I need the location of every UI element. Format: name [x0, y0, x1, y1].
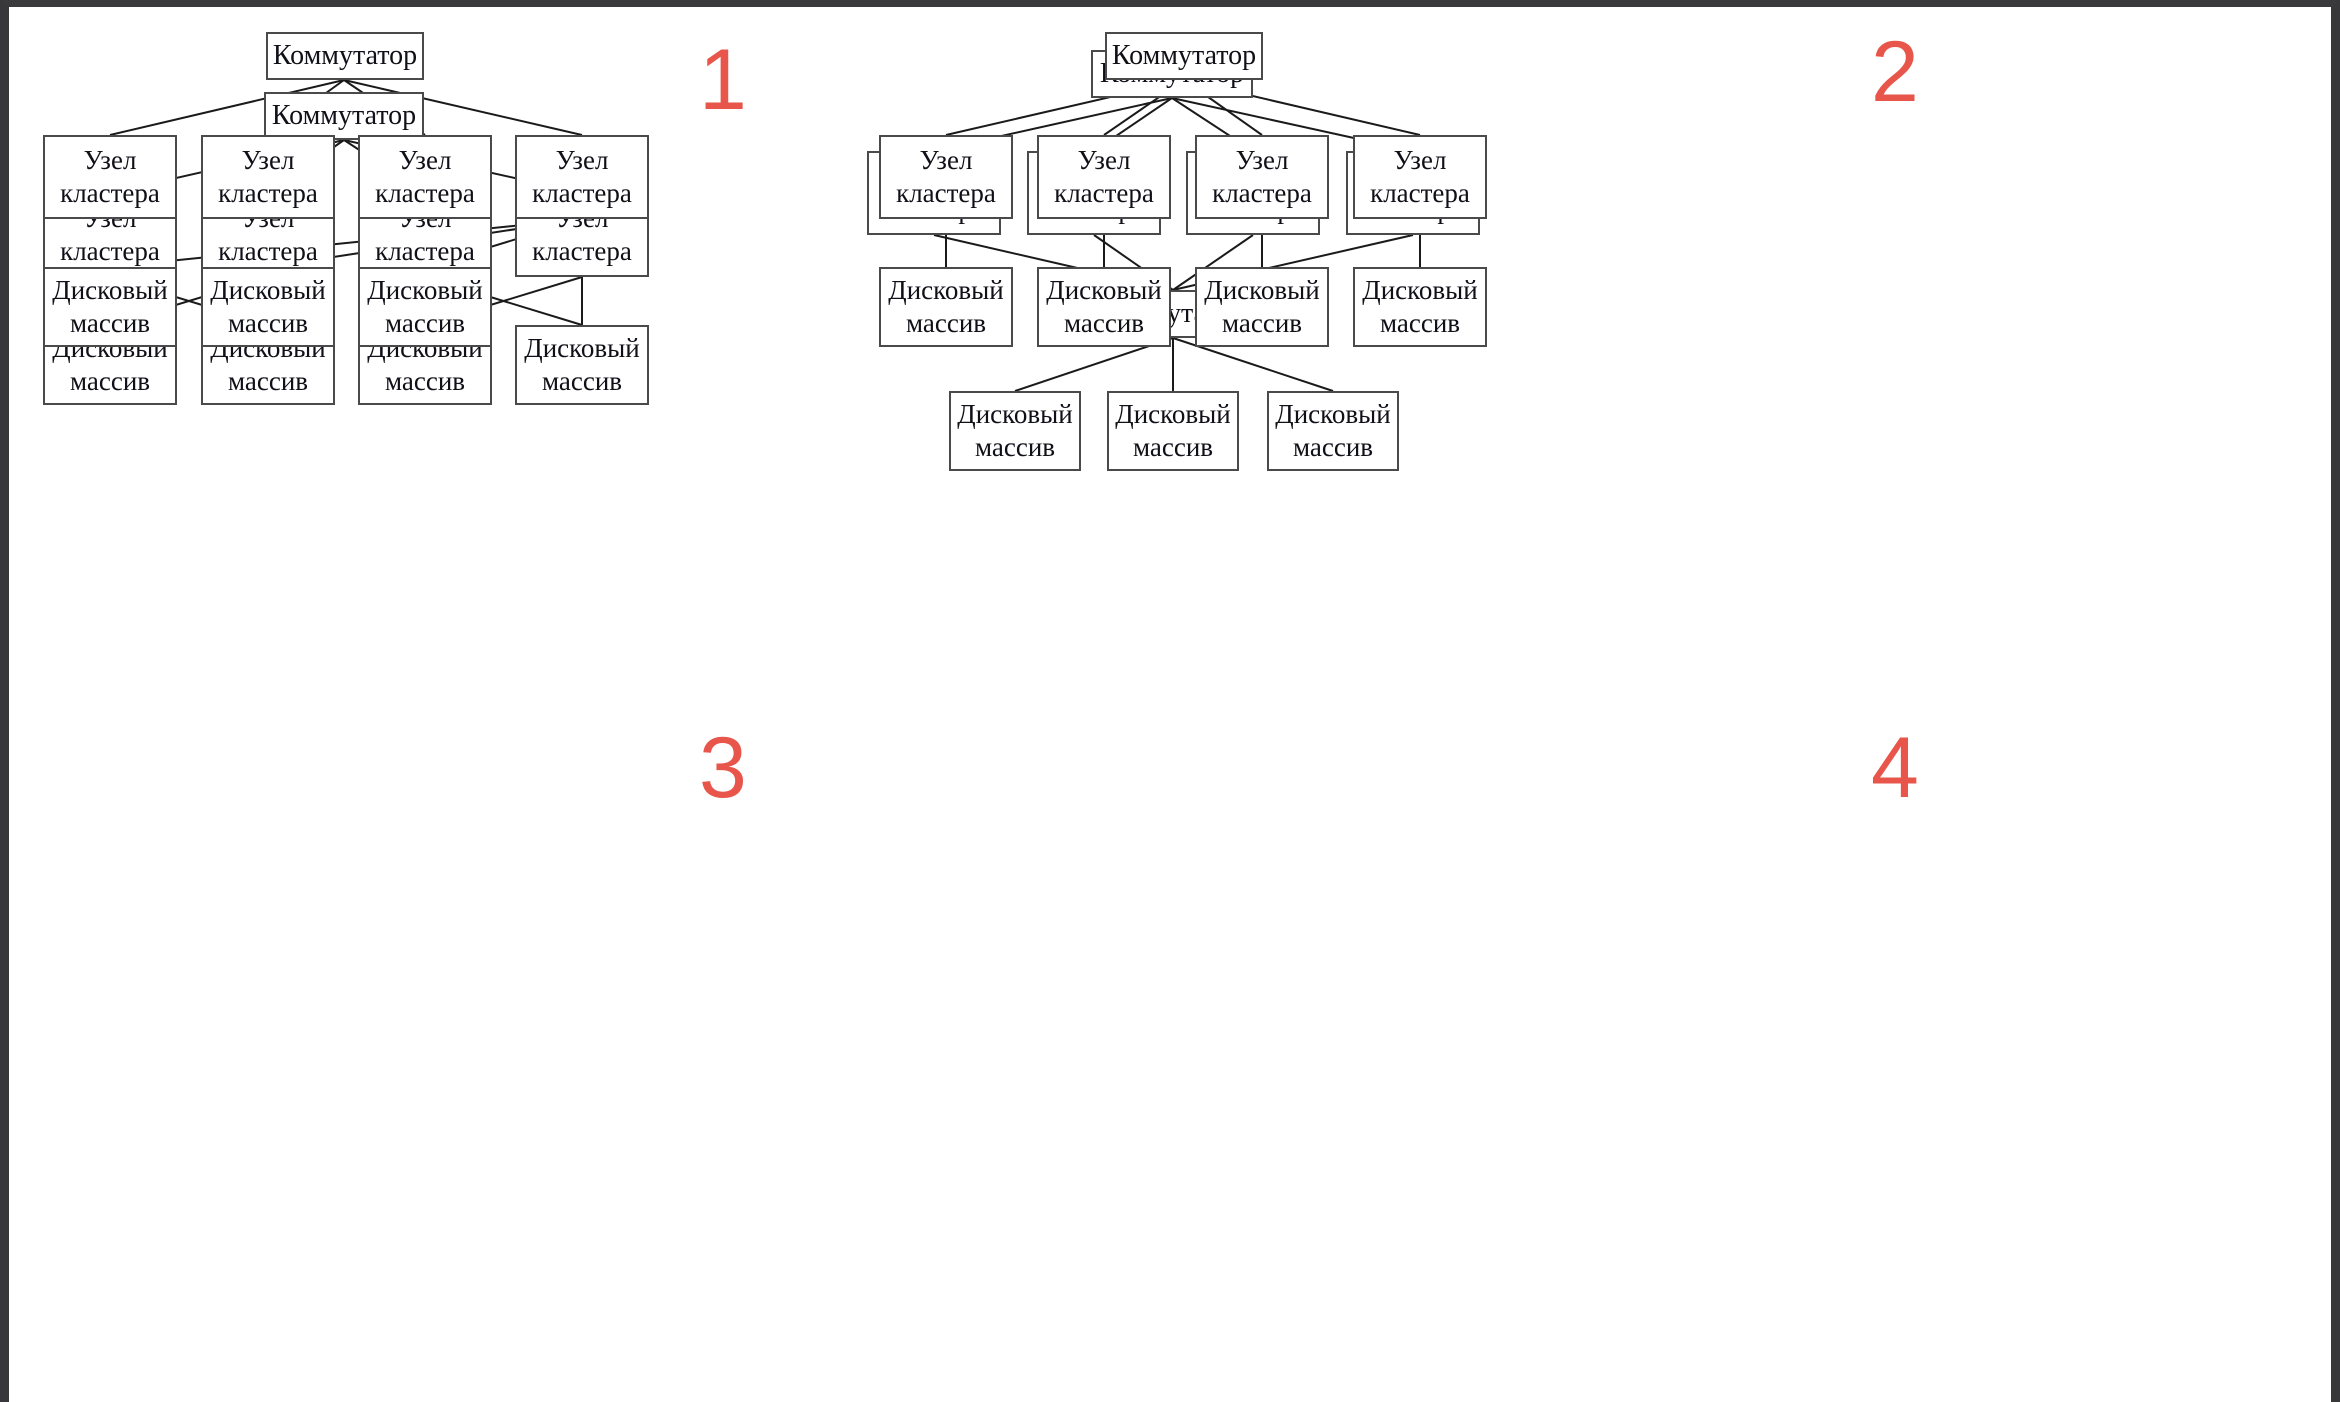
- cluster-node-box-label: кластера: [532, 178, 632, 208]
- disk-array-box-label: Дисковый: [52, 275, 168, 306]
- disk-array-box-label: массив: [1292, 432, 1374, 462]
- cluster-node-box-label: кластера: [218, 178, 318, 208]
- diagram-3-links: [109, 79, 583, 268]
- diagram-4-links: [945, 79, 1421, 267]
- disk-array-box-label: Дисковый: [957, 399, 1073, 430]
- diagram-1-badge: 1: [699, 32, 747, 128]
- disk-array-box-label: массив: [1063, 308, 1145, 338]
- disk-array-box-label: массив: [905, 308, 987, 338]
- cluster-node-box-label: кластера: [60, 178, 160, 208]
- diagram-2-panel: 2 КоммутаторКоммутаторУзелкластераУзелкл…: [867, 7, 2331, 697]
- cluster-node-box-label: Узел: [1235, 145, 1289, 176]
- cluster-node-box-label: кластера: [896, 178, 996, 208]
- cluster-node-box-label: кластера: [1370, 178, 1470, 208]
- diagram-3-badge: 3: [699, 720, 747, 816]
- disk-array-box-label: массив: [69, 308, 151, 338]
- disk-array-box-label: Дисковый: [1275, 399, 1391, 430]
- cluster-node-box-label: Узел: [1393, 145, 1447, 176]
- disk-array-box-label: массив: [1221, 308, 1303, 338]
- disk-array-box-label: массив: [69, 366, 151, 396]
- connection-line: [1172, 234, 1254, 291]
- diagram-1-panel: 1 КоммутаторУзелкластераУзелкластераУзел…: [9, 7, 1169, 697]
- cluster-node-box-label: кластера: [375, 236, 475, 266]
- cluster-node-box-label: Узел: [1077, 145, 1131, 176]
- connection-line: [109, 218, 583, 268]
- connection-line: [343, 79, 583, 136]
- cluster-node-box-label: Узел: [555, 145, 609, 176]
- diagram-2-links: [933, 97, 1414, 392]
- disk-array-box-label: Дисковый: [210, 275, 326, 306]
- disk-array-box-label: массив: [541, 366, 623, 396]
- disk-array-box-label: Дисковый: [1362, 275, 1478, 306]
- cluster-node-box-label: Узел: [919, 145, 973, 176]
- cluster-node-box-label: кластера: [218, 236, 318, 266]
- disk-array-box-label: массив: [1132, 432, 1214, 462]
- cluster-node-box-label: кластера: [1054, 178, 1154, 208]
- disk-array-box-label: Дисковый: [524, 333, 640, 364]
- disk-array-box-label: массив: [384, 308, 466, 338]
- switch-box-1[interactable]: Коммутатор: [264, 92, 424, 140]
- disk-array-box-label: массив: [974, 432, 1056, 462]
- cluster-node-box-label: кластера: [375, 178, 475, 208]
- disk-array-box-label: массив: [227, 366, 309, 396]
- cluster-node-box-label: Узел: [241, 145, 295, 176]
- cluster-node-box-label: кластера: [532, 236, 632, 266]
- cluster-node-box-label: кластера: [1212, 178, 1312, 208]
- diagram-4-badge: 4: [1871, 720, 1919, 816]
- switch-box-1[interactable]: Коммутатор: [266, 32, 424, 80]
- disk-array-box-label: Дисковый: [1204, 275, 1320, 306]
- diagram-2-badge: 2: [1871, 24, 1919, 120]
- switch-box-label: Коммутатор: [271, 99, 417, 131]
- switch-box-label: Коммутатор: [272, 39, 418, 71]
- disk-array-box-label: массив: [1379, 308, 1461, 338]
- switch-box-label: Коммутатор: [1111, 39, 1257, 71]
- disk-array-box-label: Дисковый: [1115, 399, 1231, 430]
- disk-array-box-label: массив: [227, 308, 309, 338]
- cluster-node-box-label: Узел: [398, 145, 452, 176]
- switch-box-1[interactable]: Коммутатор: [1105, 32, 1263, 80]
- disk-array-box-label: Дисковый: [367, 275, 483, 306]
- cluster-node-box-label: Узел: [83, 145, 137, 176]
- disk-array-box-label: Дисковый: [1046, 275, 1162, 306]
- cluster-node-box-label: кластера: [60, 236, 160, 266]
- connection-line: [109, 79, 345, 136]
- disk-array-box-label: массив: [384, 366, 466, 396]
- disk-array-box-label: Дисковый: [888, 275, 1004, 306]
